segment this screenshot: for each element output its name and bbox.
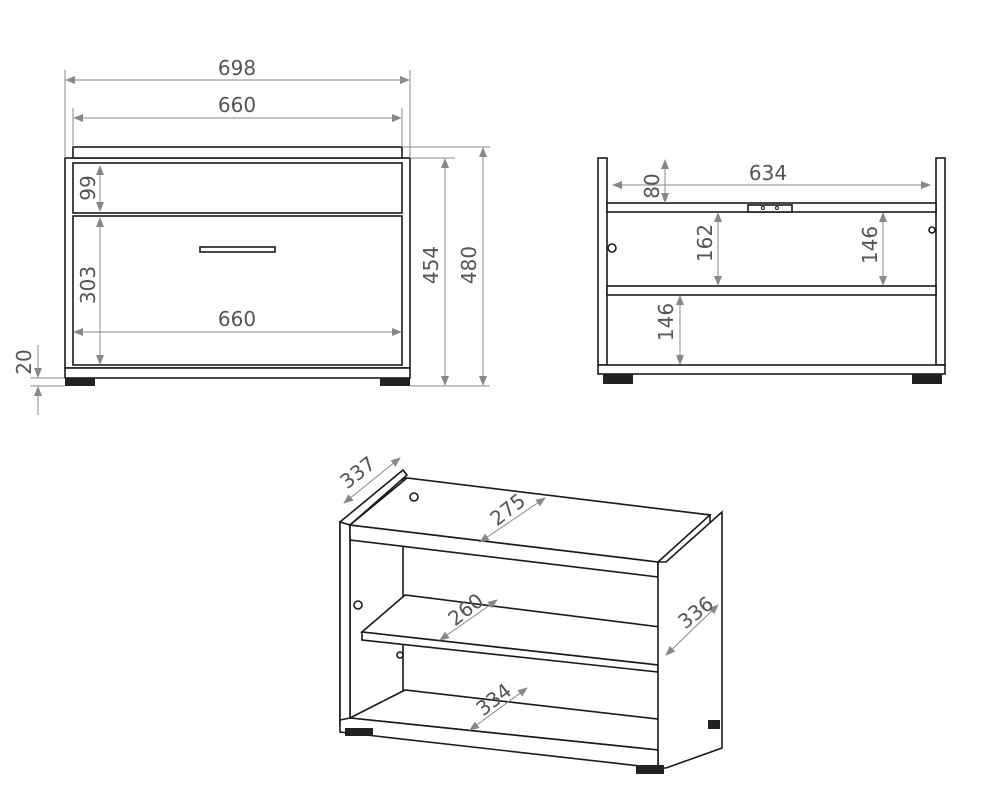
dim-80: 80 (640, 173, 664, 198)
dim-634: 634 (749, 161, 787, 185)
foot-left (603, 374, 633, 384)
dim-660-door: 660 (218, 307, 256, 331)
dim-20: 20 (12, 349, 36, 374)
front-view: 698 660 99 303 660 454 480 20 (12, 56, 490, 415)
plinth (339, 717, 659, 769)
connector (747, 204, 793, 213)
back-view: 634 80 162 146 146 (597, 157, 946, 384)
dim-146-right: 146 (858, 226, 882, 264)
dim-480: 480 (457, 246, 481, 284)
side-right (935, 157, 946, 366)
dim-660-top: 660 (218, 93, 256, 117)
handle (199, 246, 276, 253)
dim-337: 337 (335, 451, 380, 493)
bottom (597, 364, 946, 375)
hinge-left (607, 243, 617, 253)
door-front (72, 215, 403, 366)
drawer-front (72, 162, 403, 214)
dim-99: 99 (76, 175, 100, 200)
foot-right (912, 374, 942, 384)
foot-left (65, 378, 95, 386)
iso-view: 337 275 260 336 334 (335, 451, 723, 774)
dim-162: 162 (693, 224, 717, 262)
top-cushion (72, 146, 403, 159)
hinge-right (928, 226, 936, 234)
plinth (64, 367, 411, 379)
side-left (597, 157, 608, 366)
dim-146-bottom: 146 (654, 303, 678, 341)
dim-454: 454 (419, 246, 443, 284)
shelf (606, 285, 937, 296)
foot-right (380, 378, 410, 386)
dim-698: 698 (218, 56, 256, 80)
dim-303: 303 (76, 266, 100, 304)
